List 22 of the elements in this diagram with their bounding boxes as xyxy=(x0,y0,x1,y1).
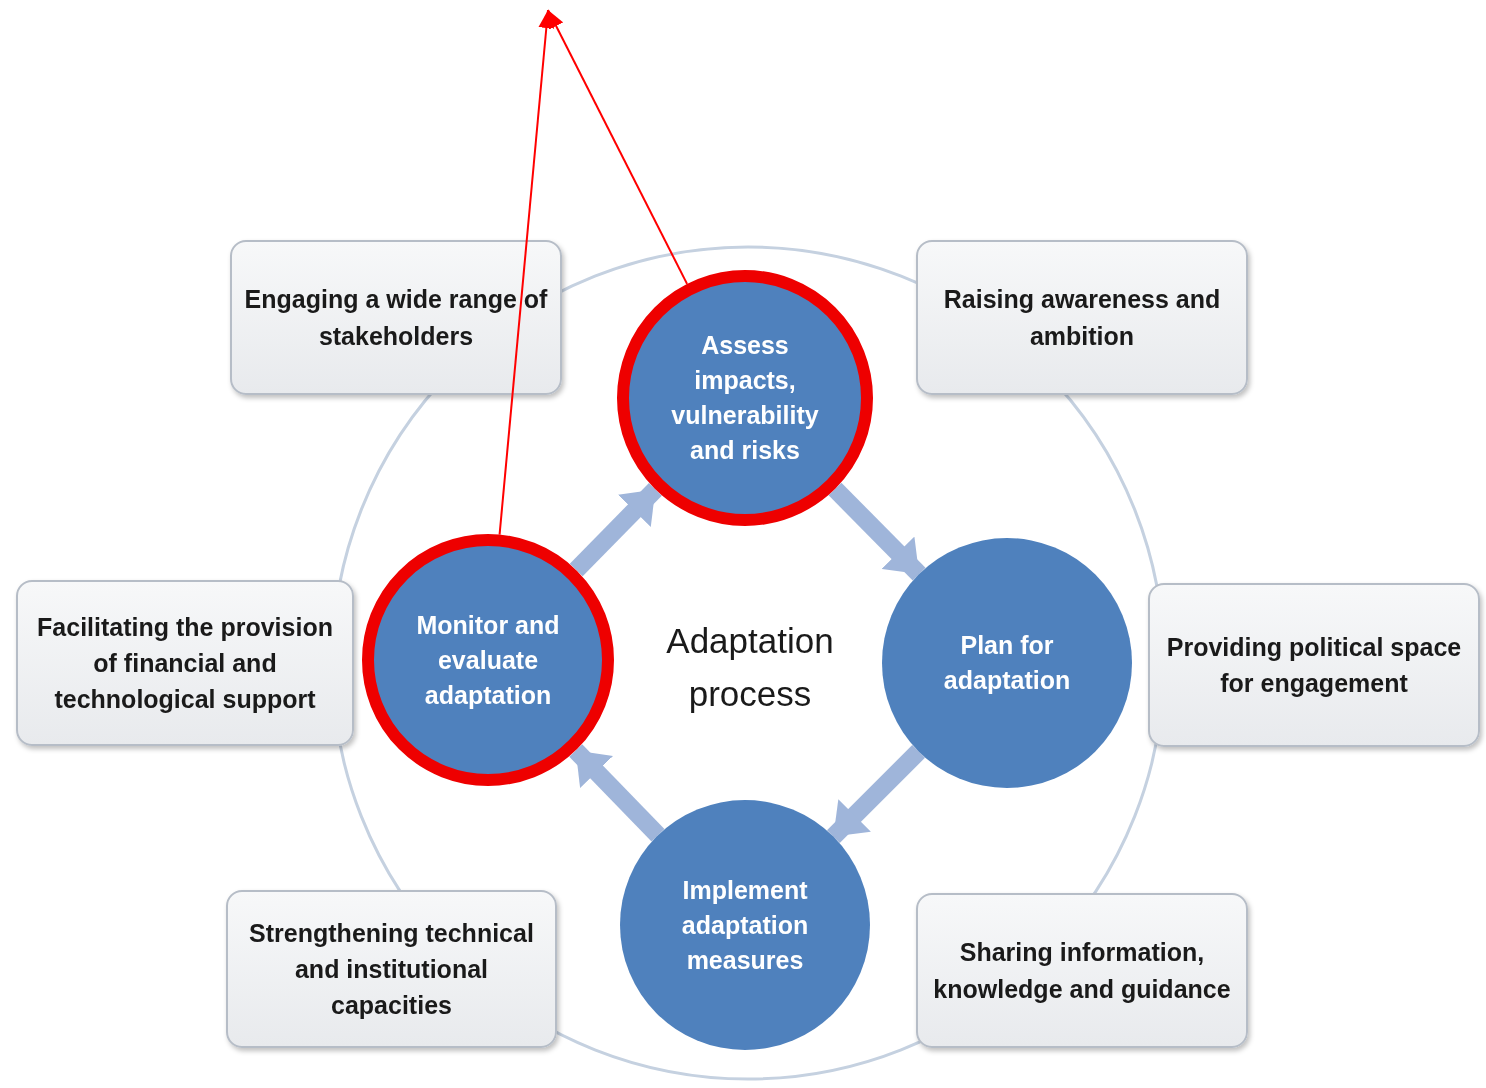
support-box xyxy=(1148,583,1480,747)
center-title: Adaptation process xyxy=(665,620,835,715)
support-text: Engaging a wide range of stakeholders xyxy=(243,284,549,352)
step-text: Implement adaptation measures xyxy=(680,874,810,976)
block-arrow xyxy=(828,482,926,581)
support-text: Strengthening technical and institutional capacities xyxy=(248,917,535,1022)
block-arrow xyxy=(569,744,665,842)
support-box xyxy=(230,240,562,395)
arrow xyxy=(547,9,689,285)
arrow xyxy=(498,9,555,536)
block-arrow xyxy=(827,745,925,843)
support-box xyxy=(226,890,557,1048)
support-box xyxy=(916,893,1248,1048)
step-text: Plan for adaptation xyxy=(942,630,1072,696)
support-box xyxy=(916,240,1248,395)
support-text: Providing political space for engagement xyxy=(1165,631,1463,699)
step-text: Monitor and evaluate adaptation xyxy=(415,609,561,711)
support-text: Facilitating the provision of financial and technological support xyxy=(36,611,334,716)
support-box xyxy=(16,580,354,746)
support-text: Sharing information, knowledge and guidance xyxy=(932,937,1232,1005)
step-text: Assess impacts, vulnerability and risks xyxy=(670,330,820,466)
support-text: Raising awareness and ambition xyxy=(942,284,1222,352)
